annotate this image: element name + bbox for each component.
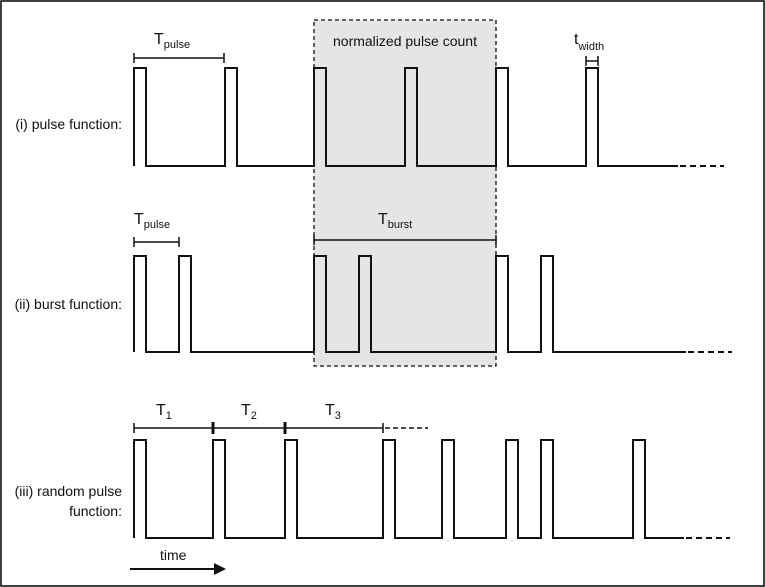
- row-label-random-pulse-line2: function:: [69, 503, 122, 519]
- t-pulse-dimension-1: Tpulse: [133, 31, 225, 63]
- t2-label: T2: [241, 402, 257, 422]
- t-width-label: twidth: [574, 31, 604, 53]
- t-width-dimension: twidth: [574, 31, 604, 66]
- row-label-burst-function: (ii) burst function:: [15, 296, 122, 312]
- t-interval-dimensions: T1 T2 T3: [133, 402, 428, 434]
- t-burst-label: Tburst: [378, 211, 412, 231]
- pulse-function-waveform: [133, 67, 678, 167]
- random-pulse-function-row: (iii) random pulse function: T1 T2 T3: [15, 402, 730, 539]
- t1-label: T1: [156, 402, 172, 422]
- t-burst-dimension: Tburst: [313, 211, 497, 245]
- t3-label: T3: [325, 402, 341, 422]
- t-pulse-label-2: Tpulse: [134, 211, 170, 231]
- row-label-random-pulse-line1: (iii) random pulse: [15, 483, 123, 499]
- t-pulse-dimension-2: Tpulse: [133, 211, 180, 247]
- time-arrow-head: [214, 563, 226, 575]
- time-axis: time: [130, 547, 226, 575]
- burst-function-row: (ii) burst function: Tpulse Tburst: [15, 211, 732, 353]
- random-pulse-waveform: [133, 439, 684, 539]
- normalized-label: normalized pulse count: [333, 33, 477, 49]
- row-label-pulse-function: (i) pulse function:: [15, 116, 122, 132]
- pulse-function-row: (i) pulse function: Tpulse twidth: [15, 31, 724, 167]
- t-pulse-label-1: Tpulse: [154, 31, 190, 51]
- time-label: time: [160, 547, 187, 563]
- burst-function-waveform: [133, 255, 686, 353]
